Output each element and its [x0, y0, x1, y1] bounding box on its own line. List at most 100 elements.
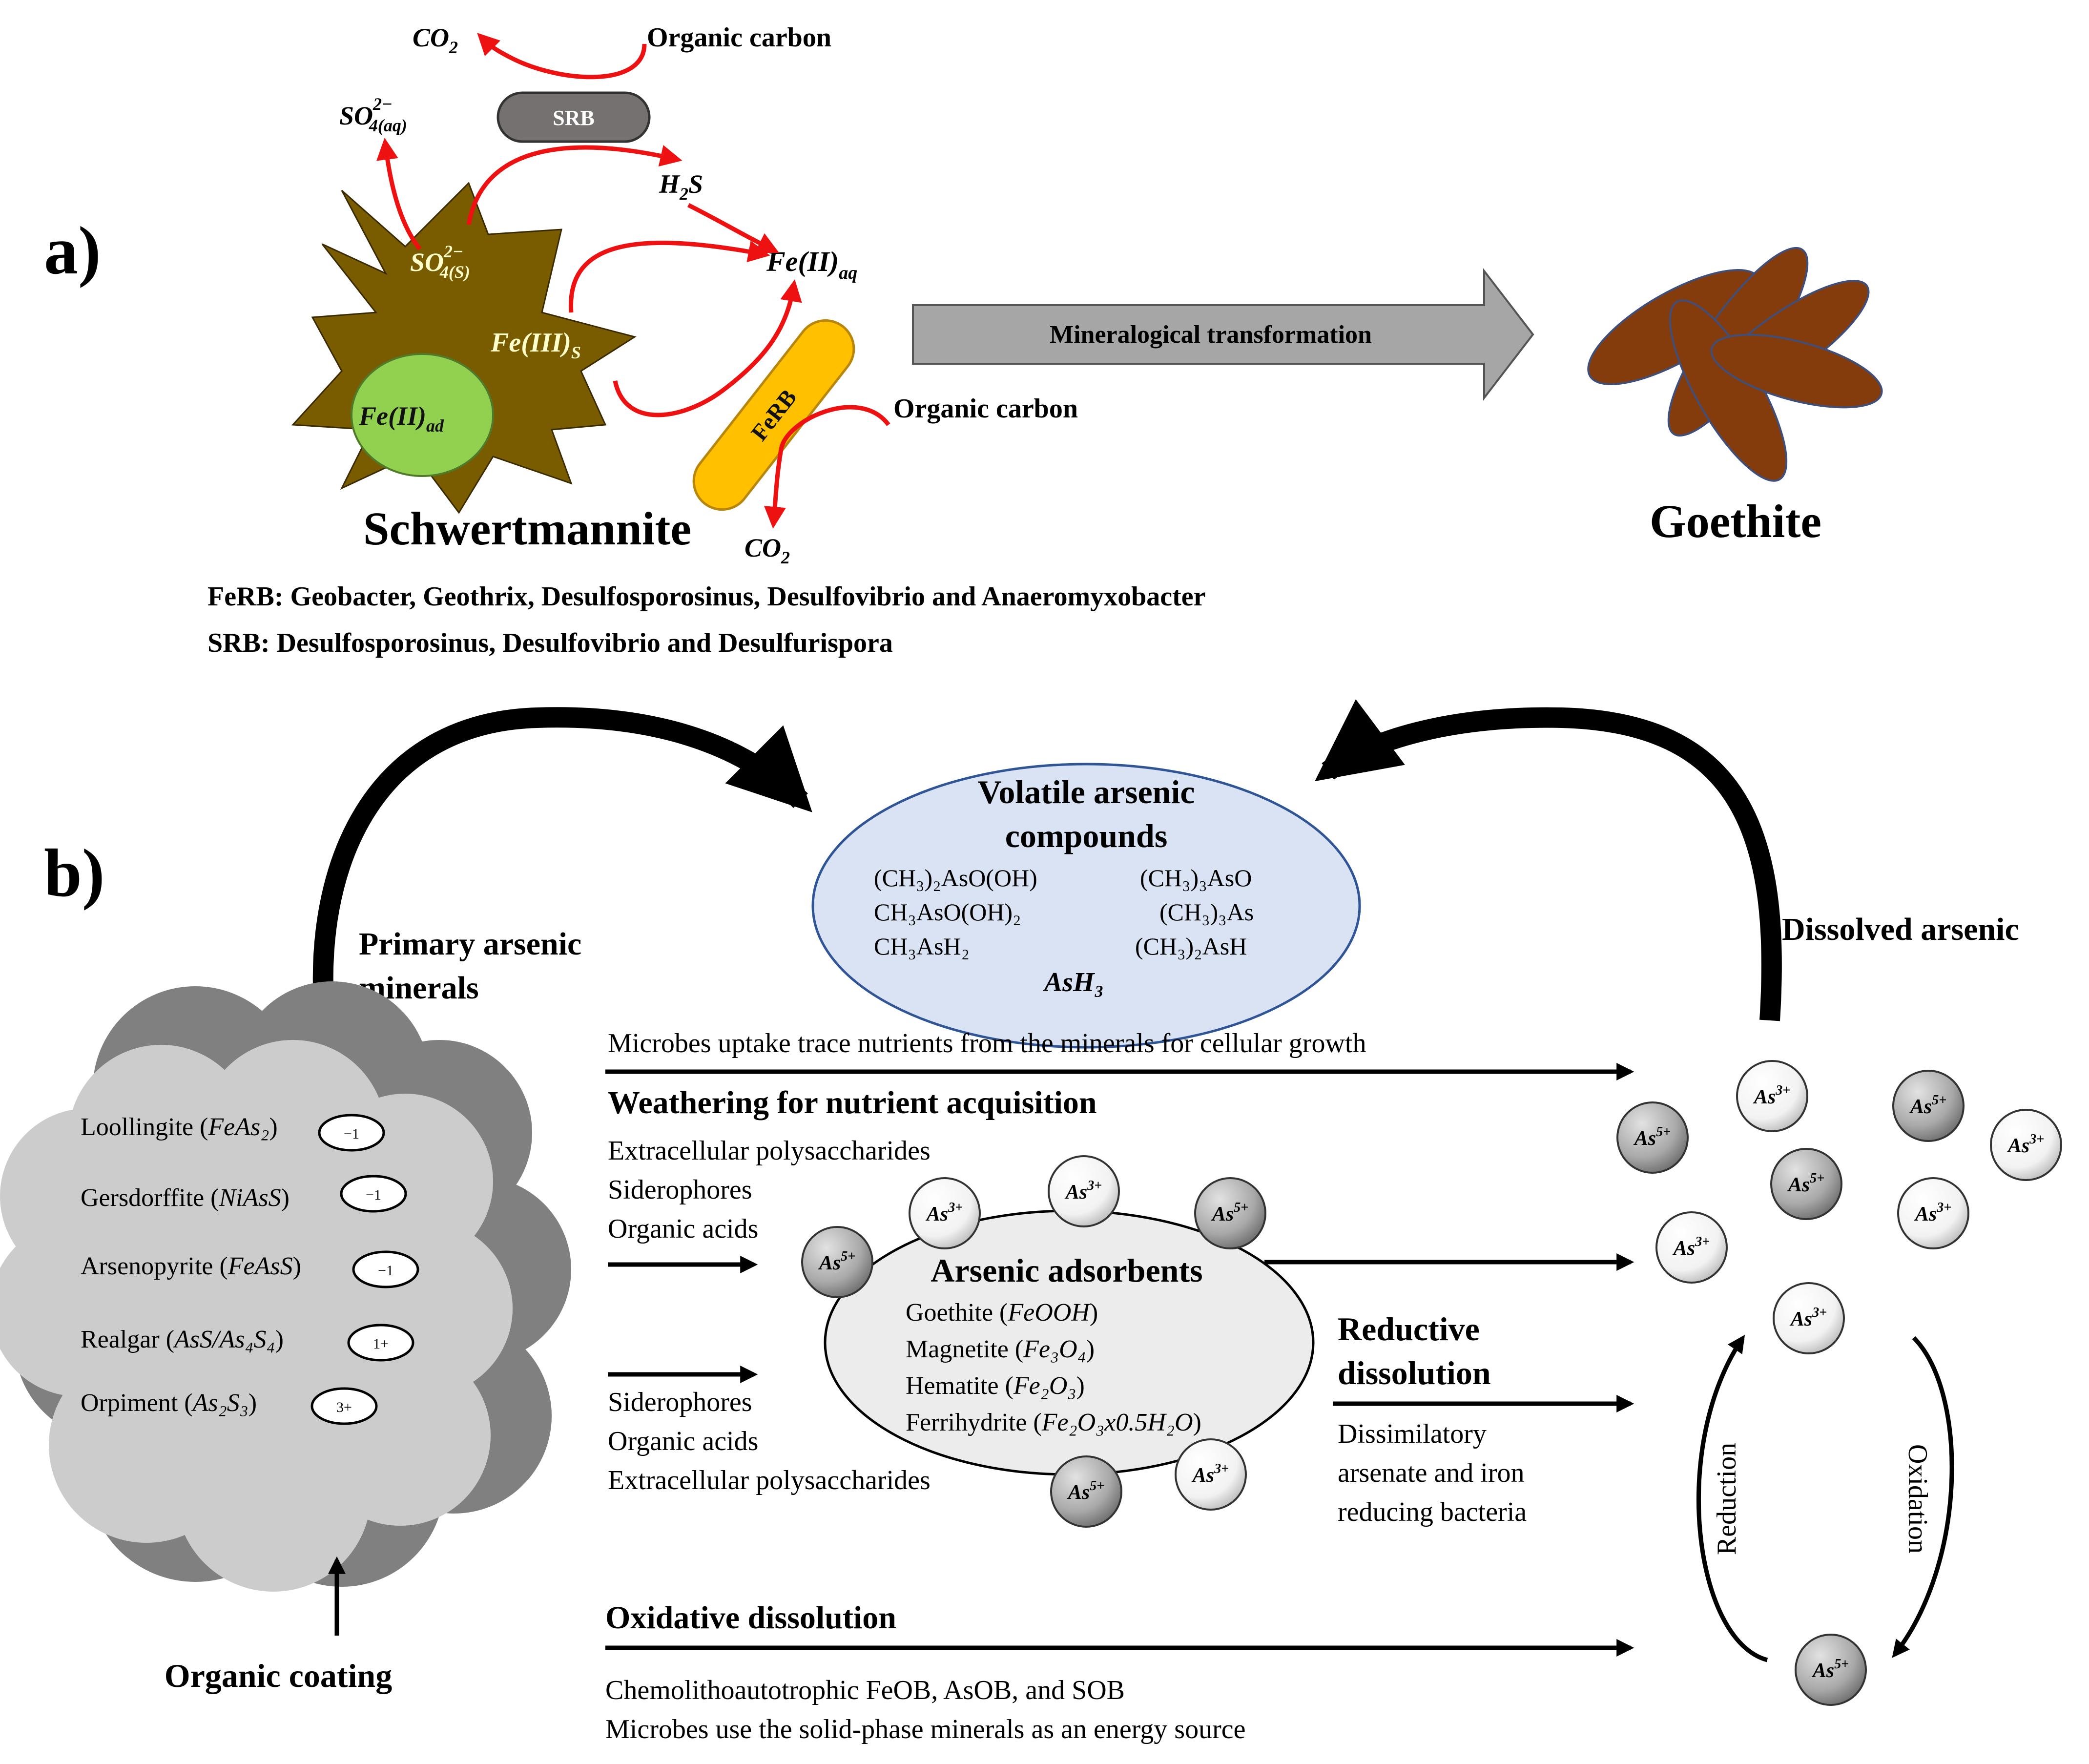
svg-text:As5+: As5+: [1909, 1093, 1946, 1118]
panel-b-label: b): [44, 835, 104, 911]
weathering-title: Weathering for nutrient acquisition: [608, 1085, 1097, 1121]
as5-ion: As5+: [1050, 1455, 1122, 1528]
weathering-item: Extracellular polysaccharides: [608, 1136, 931, 1166]
fe-ii-ad-label: Fe(II)ad: [358, 401, 444, 436]
svg-text:As3+: As3+: [1753, 1083, 1790, 1108]
so4-aq-label: SO2−4(aq): [339, 94, 407, 135]
svg-text:As5+: As5+: [1211, 1200, 1248, 1225]
lower-item: Organic acids: [608, 1426, 758, 1456]
ferb-genera-line: FeRB: Geobacter, Geothrix, Desulfosporos…: [207, 581, 1205, 612]
arsine-label: AsH₃: [1043, 967, 1104, 997]
weathering-items: Extracellular polysaccharides Siderophor…: [608, 1136, 931, 1244]
mineral-charge: 3+: [336, 1399, 352, 1415]
lower-item: Extracellular polysaccharides: [608, 1465, 931, 1495]
svg-text:As3+: As3+: [1914, 1200, 1951, 1225]
organic-carbon-top-label: Organic carbon: [647, 22, 831, 53]
reductive-desc-line: Dissimilatory: [1338, 1419, 1487, 1449]
ferb-bacterium: FeRB: [692, 319, 855, 511]
mineral-row: Loollingite (FeAs₂) −1: [81, 1113, 385, 1152]
organic-carbon-bottom-label: Organic carbon: [893, 394, 1078, 424]
primary-minerals-label-1: Primary arsenic: [359, 926, 581, 962]
svg-text:Gersdorffite (NiAsS): Gersdorffite (NiAsS): [81, 1184, 290, 1212]
oxidative-desc-line: Microbes use the solid-phase minerals as…: [605, 1714, 1245, 1744]
as5-ion: As5+: [1892, 1070, 1965, 1142]
as5-ion: As5+: [1795, 1634, 1867, 1706]
svg-text:As3+: As3+: [1064, 1178, 1102, 1204]
reductive-desc-line: reducing bacteria: [1338, 1497, 1527, 1527]
as3-ion: As3+: [1773, 1282, 1845, 1354]
adsorbent-item: Goethite (FeOOH): [906, 1299, 1098, 1327]
as3-ion: As3+: [1175, 1438, 1247, 1511]
so4-solid-label: SO2−4(S): [410, 242, 470, 282]
volatile-title-1: Volatile arsenic: [977, 773, 1195, 810]
adsorbent-item: Hematite (Fe₂O₃): [906, 1372, 1085, 1400]
transformation-label: Mineralogical transformation: [1050, 321, 1372, 349]
volatile-title-2: compounds: [1005, 817, 1168, 854]
as3-ion: As3+: [1655, 1211, 1728, 1284]
fe-iii-solid-label: Fe(III)S: [490, 328, 581, 362]
fe-ii-aq-label: Fe(II)aq: [766, 246, 857, 283]
arsenic-ions: As3+ As3+ As5+ As5+ As5+ As3+ As3+ As5+ …: [801, 1060, 2062, 1706]
svg-text:As5+: As5+: [818, 1249, 855, 1274]
svg-text:As5+: As5+: [1633, 1124, 1671, 1150]
oxidation-label: Oxidation: [1903, 1444, 1933, 1554]
adsorbent-list: Goethite (FeOOH) Magnetite (Fe₃O₄) Hemat…: [906, 1299, 1201, 1436]
as3-ion: As3+: [1048, 1155, 1120, 1227]
transformation-arrow: [912, 268, 1534, 401]
dissolved-arsenic-label: Dissolved arsenic: [1782, 912, 2019, 947]
mineral-row: Gersdorffite (NiAsS) −1: [81, 1175, 407, 1213]
mineral-list: Loollingite (FeAs₂) −1 Gersdorffite (NiA…: [81, 1113, 419, 1425]
lower-item: Siderophores: [608, 1387, 752, 1417]
srb-genera-line: SRB: Desulfosporosinus, Desulfovibrio an…: [207, 628, 893, 658]
mineral-row: Orpiment (As₂S₃) 3+: [81, 1387, 378, 1425]
uptake-text: Microbes uptake trace nutrients from the…: [608, 1028, 1366, 1058]
svg-text:As3+: As3+: [1191, 1461, 1229, 1487]
oxidative-desc: Chemolithoautotrophic FeOB, AsOB, and SO…: [605, 1675, 1245, 1744]
volatile-arsenic-ellipse: [811, 763, 1361, 1049]
volatile-compound: CH₃AsH₂: [874, 933, 970, 960]
svg-text:As3+: As3+: [1672, 1234, 1710, 1260]
volatile-compound: (CH₃)₃As: [1159, 898, 1254, 926]
organic-coating-label: Organic coating: [165, 1657, 393, 1694]
as3-ion: As3+: [909, 1177, 981, 1249]
adsorbent-item: Ferrihydrite (Fe₂O₃x0.5H₂O): [906, 1409, 1201, 1436]
goethite-title: Goethite: [1650, 495, 1821, 547]
reductive-desc-line: arsenate and iron: [1338, 1458, 1524, 1488]
svg-text:Orpiment (As₂S₃): Orpiment (As₂S₃): [81, 1389, 257, 1417]
panel-a-label: a): [44, 213, 101, 289]
primary-minerals-cloud: [0, 981, 571, 1592]
svg-text:As5+: As5+: [1811, 1657, 1849, 1682]
as5-ion: As5+: [1770, 1148, 1842, 1220]
as5-ion: As5+: [1194, 1177, 1266, 1249]
reductive-title-1: Reductive: [1338, 1310, 1480, 1348]
weathering-item: Siderophores: [608, 1175, 752, 1205]
goethite-crystals: [1587, 247, 1883, 482]
schwertmannite-title: Schwertmannite: [363, 502, 691, 555]
weathering-item: Organic acids: [608, 1214, 758, 1244]
as5-ion: As5+: [801, 1226, 873, 1298]
as3-ion: As3+: [1990, 1109, 2062, 1181]
svg-text:Arsenopyrite (FeAsS): Arsenopyrite (FeAsS): [81, 1252, 301, 1280]
svg-text:As5+: As5+: [1067, 1478, 1104, 1504]
reduction-label: Reduction: [1712, 1443, 1742, 1555]
oxidative-title: Oxidative dissolution: [605, 1600, 896, 1636]
adsorbents-title: Arsenic adsorbents: [931, 1252, 1202, 1289]
svg-text:As3+: As3+: [925, 1200, 963, 1225]
oxidation-arc-arrow: [1892, 1336, 1954, 1658]
srb-bacterium: [496, 91, 651, 143]
volatile-compounds: (CH₃)₂AsO(OH) (CH₃)₃AsO CH₃AsO(OH)₂ (CH₃…: [874, 864, 1254, 960]
svg-text:Loollingite (FeAs₂): Loollingite (FeAs₂): [81, 1113, 278, 1141]
reductive-desc: Dissimilatory arsenate and iron reducing…: [1338, 1419, 1527, 1527]
mineral-charge: −1: [366, 1187, 381, 1203]
co2-top-label: CO2: [413, 23, 458, 57]
volatile-compound: (CH₃)₃AsO: [1140, 864, 1252, 892]
svg-text:As3+: As3+: [2006, 1132, 2044, 1157]
fe-ii-ad-circle: [351, 353, 494, 477]
lower-items: Siderophores Organic acids Extracellular…: [608, 1387, 931, 1495]
adsorbent-item: Magnetite (Fe₃O₄): [906, 1335, 1095, 1363]
volatile-compound: (CH₃)₂AsH: [1135, 933, 1247, 960]
as3-ion: As3+: [1736, 1060, 1808, 1132]
as3-ion: As3+: [1897, 1177, 1969, 1249]
svg-text:As5+: As5+: [1787, 1171, 1824, 1196]
